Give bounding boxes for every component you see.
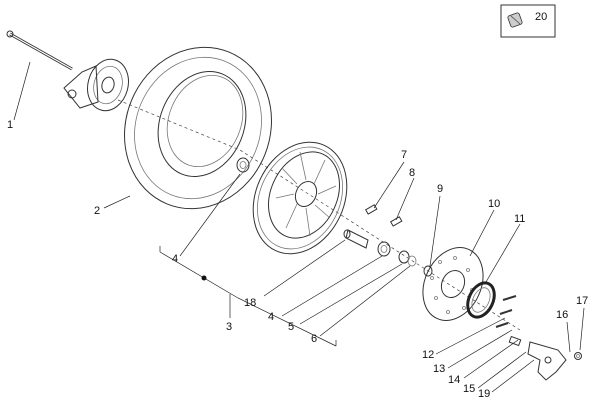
callout-5: 5 (288, 321, 294, 333)
hub-assembly (63, 58, 129, 112)
callout-15: 15 (463, 383, 475, 395)
callout-6: 6 (311, 333, 317, 345)
ring (407, 255, 417, 267)
callout-8: 8 (409, 167, 415, 179)
callout-17: 17 (576, 295, 588, 307)
sensor-bracket (508, 335, 582, 381)
callout-10: 10 (488, 198, 500, 210)
leader-lines (13, 61, 585, 393)
callout-12: 12 (422, 349, 434, 361)
callout-4a: 4 (172, 253, 178, 265)
callout-9: 9 (437, 183, 443, 195)
valve-kit-icon (507, 12, 523, 28)
seal (398, 250, 410, 264)
callout-18: 18 (244, 297, 256, 309)
tone-ring (466, 281, 496, 319)
callout-19: 19 (478, 388, 490, 400)
screw-7 (364, 204, 378, 215)
bearing-left (236, 157, 250, 173)
callout-13: 13 (433, 363, 445, 375)
screw-8 (389, 216, 403, 227)
washer-10 (423, 265, 433, 277)
group-bracket (159, 246, 337, 347)
kit-box (500, 4, 556, 38)
spacer (343, 229, 369, 249)
bearing-right (377, 241, 391, 257)
rim (252, 141, 348, 255)
callout-11: 11 (514, 213, 525, 225)
callout-14: 14 (448, 374, 460, 386)
callout-3: 3 (226, 321, 232, 333)
callout-1: 1 (7, 119, 13, 131)
callout-16: 16 (556, 309, 568, 321)
callout-20: 20 (535, 11, 547, 23)
reference-dot (201, 275, 207, 281)
brake-disc (422, 247, 484, 321)
axle-spindle (6, 30, 73, 71)
callout-4b: 4 (268, 311, 274, 323)
callout-7: 7 (401, 149, 407, 161)
callout-2: 2 (94, 205, 100, 217)
bolts (495, 295, 517, 328)
tyre (124, 46, 272, 210)
